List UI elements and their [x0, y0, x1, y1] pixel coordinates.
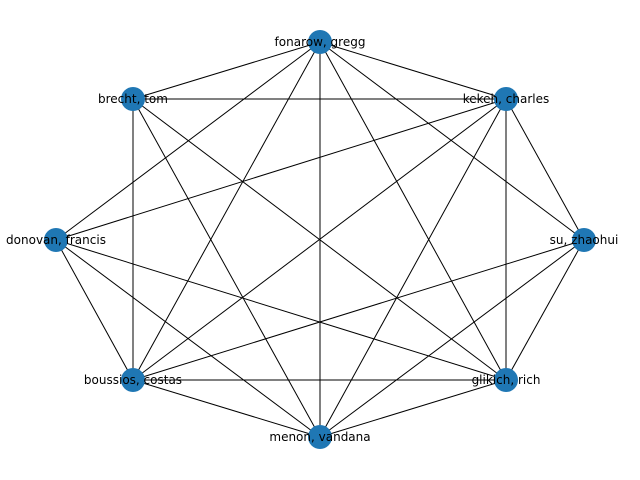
- node-label-brecht: brecht, tom: [98, 92, 168, 106]
- edge-boussios-menon: [132, 379, 321, 438]
- edge-donovan-boussios: [55, 239, 134, 381]
- edge-su-glikich: [505, 239, 585, 381]
- edge-kekeh-menon: [319, 98, 507, 438]
- node-menon: [308, 425, 332, 449]
- node-label-donovan: donovan, francis: [6, 233, 106, 247]
- node-brecht: [121, 87, 145, 111]
- edge-donovan-menon: [55, 239, 321, 438]
- edge-fonarow-brecht: [132, 41, 321, 100]
- graph-labels: fonarow, gregg brecht, tom kekeh, charles d…: [6, 35, 618, 444]
- edge-donovan-glikich: [55, 239, 507, 381]
- edge-fonarow-su: [319, 41, 585, 241]
- node-fonarow: [308, 30, 332, 54]
- graph-edges: [55, 41, 585, 438]
- edge-kekeh-boussios: [132, 98, 507, 381]
- edge-kekeh-su: [505, 98, 585, 241]
- edge-fonarow-glikich: [319, 41, 507, 381]
- node-kekeh: [494, 87, 518, 111]
- node-label-boussios: boussios, costas: [84, 373, 182, 387]
- node-glikich: [494, 368, 518, 392]
- node-label-glikich: glikich, rich: [472, 373, 541, 387]
- graph-nodes: [44, 30, 596, 449]
- node-label-su: su, zhaohui: [550, 233, 619, 247]
- edge-fonarow-kekeh: [319, 41, 507, 100]
- node-su: [572, 228, 596, 252]
- edge-fonarow-boussios: [132, 41, 321, 381]
- edge-glikich-menon: [319, 379, 507, 438]
- node-label-fonarow: fonarow, gregg: [275, 35, 366, 49]
- edge-kekeh-donovan: [55, 98, 507, 241]
- node-label-kekeh: kekeh, charles: [463, 92, 550, 106]
- node-donovan: [44, 228, 68, 252]
- edge-su-menon: [319, 239, 585, 438]
- node-label-menon: menon, vandana: [269, 430, 370, 444]
- node-boussios: [121, 368, 145, 392]
- edge-su-boussios: [132, 239, 585, 381]
- edge-brecht-menon: [132, 98, 321, 438]
